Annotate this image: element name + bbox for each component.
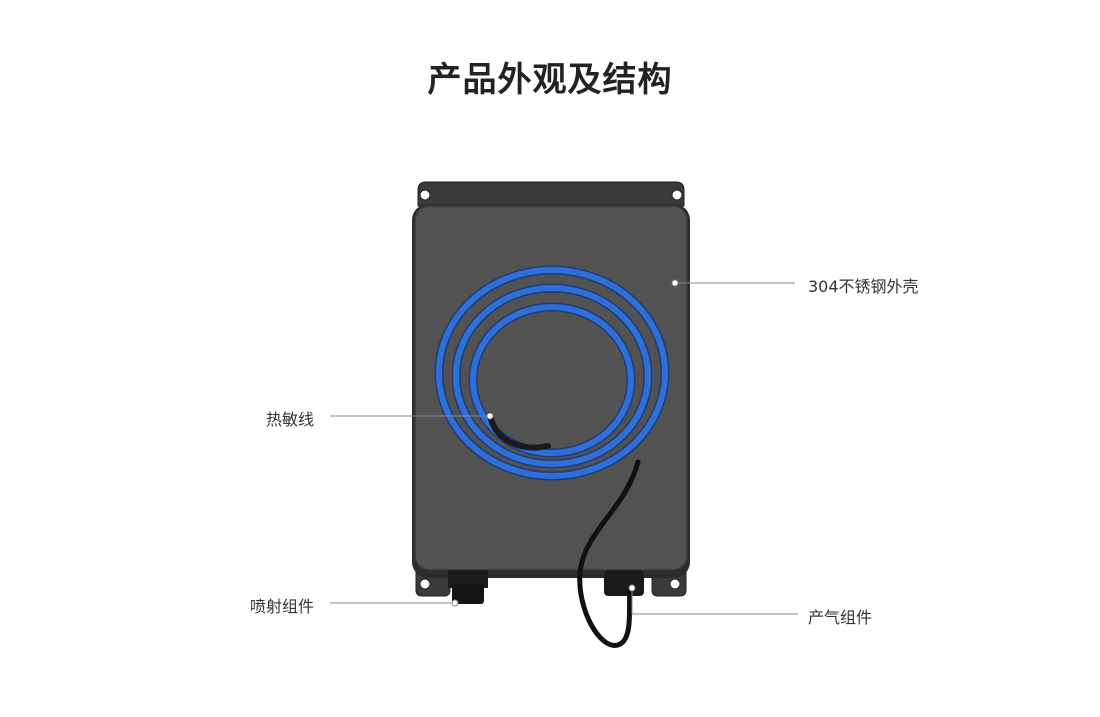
leader-dot-spray: [451, 599, 459, 607]
label-heat-sensitive-wire: 热敏线: [266, 410, 315, 429]
mount-hole-top-right: [671, 189, 683, 201]
mount-hole-top-left: [419, 189, 431, 201]
leader-dot-sensor: [486, 412, 494, 420]
housing-front: [414, 205, 688, 571]
gas-connector-body: [604, 570, 644, 596]
leader-dot-shell: [671, 279, 679, 287]
leader-gas: [631, 588, 798, 615]
heat-sensitive-coil: [434, 265, 670, 481]
mount-hole-bottom-left: [419, 578, 431, 590]
top-mounting-flange: [417, 181, 685, 207]
label-gas-generating-component: 产气组件: [808, 608, 873, 627]
lead-cable: [577, 459, 641, 648]
spray-nozzle-base: [448, 570, 488, 588]
label-stainless-shell: 304不锈钢外壳: [808, 277, 919, 296]
label-spray-component: 喷射组件: [250, 597, 315, 616]
page-title: 产品外观及结构: [427, 60, 673, 100]
leader-dot-gas: [628, 584, 636, 592]
mount-hole-bottom-right: [669, 578, 681, 590]
spray-nozzle-body: [452, 584, 484, 604]
